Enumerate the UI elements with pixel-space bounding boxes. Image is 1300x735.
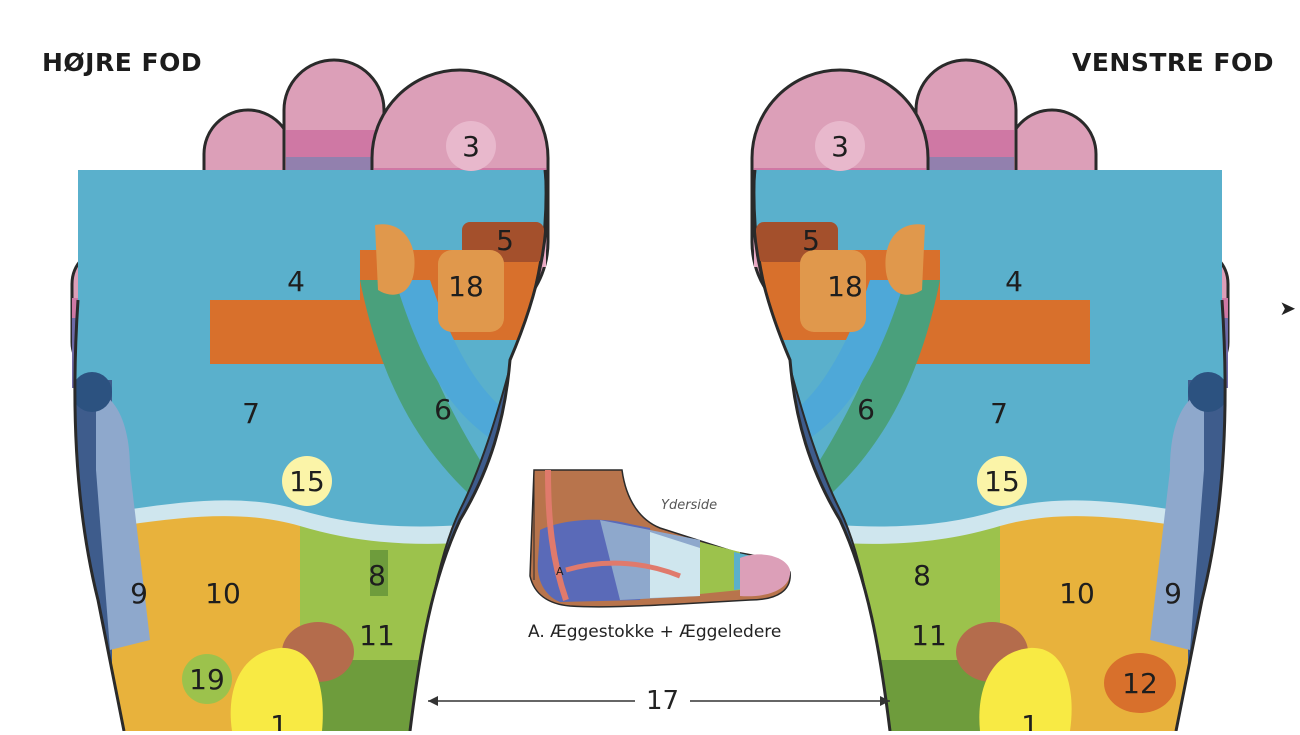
left-foot: [750, 58, 1230, 732]
right-foot: [70, 58, 550, 732]
spine-connector: [428, 696, 890, 706]
left-foot-labels: 3 4 5 18 6 7 15 8 9 10 11 12 1: [802, 130, 1182, 735]
zone-label: 11: [359, 619, 395, 652]
inset-foot-side-view: [522, 452, 792, 612]
right-foot-labels: 3 4 5 18 6 7 15 8 9 10 11 19 1: [130, 130, 514, 735]
zone-label: 12: [1122, 667, 1158, 700]
zone-label: 9: [130, 577, 148, 610]
zone-label: 6: [857, 393, 875, 426]
zone-label: 6: [434, 393, 452, 426]
zone-label: 3: [462, 130, 480, 163]
zone-label: 1: [1021, 709, 1039, 731]
zone-label: 5: [802, 224, 820, 257]
zone-label: 5: [496, 224, 514, 257]
next-arrow-icon[interactable]: ➤: [1279, 296, 1296, 320]
zone-label: 11: [911, 619, 947, 652]
inset-side-label: Yderside: [661, 498, 718, 513]
right-foot-title: HØJRE FOD: [42, 48, 203, 77]
inset-marker: A: [556, 565, 564, 578]
zone-label: 19: [189, 663, 225, 696]
zone-label: 9: [1164, 577, 1182, 610]
zone-label: 8: [368, 559, 386, 592]
left-foot-title: VENSTRE FOD: [1071, 48, 1274, 77]
zone-label: 8: [913, 559, 931, 592]
zone-label: 4: [1005, 265, 1023, 298]
zone-label: 3: [831, 130, 849, 163]
zone-label: 15: [289, 465, 325, 498]
zone-label: 1: [270, 709, 288, 731]
zone-label: 18: [827, 270, 863, 303]
zone-label: 4: [287, 265, 305, 298]
zone-label: 15: [984, 465, 1020, 498]
zone-label: 7: [242, 397, 260, 430]
spine-label: 17: [640, 686, 686, 716]
zone-label: 18: [448, 270, 484, 303]
zone-label: 7: [990, 397, 1008, 430]
zone-label: 10: [205, 577, 241, 610]
zone-label: 10: [1059, 577, 1095, 610]
inset-caption: A. Æggestokke + Æggeledere: [528, 622, 782, 642]
